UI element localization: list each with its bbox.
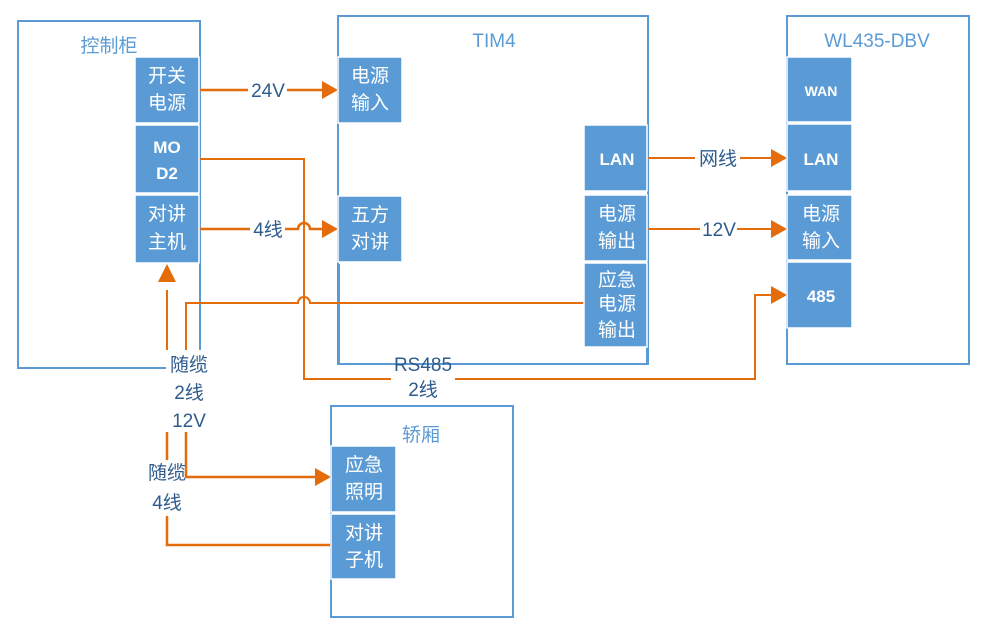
svg-text:对讲: 对讲 (345, 522, 383, 544)
svg-text:LAN: LAN (600, 150, 635, 169)
label-24v: 24V (251, 81, 285, 102)
label-rs485: RS485 (394, 355, 452, 376)
rs485-wire-left (338, 264, 391, 365)
svg-text:输出: 输出 (598, 319, 636, 341)
label-traveling-cable-b-2: 4线 (152, 492, 182, 514)
port-emergency-light: 应急 照明 (330, 445, 397, 513)
svg-text:应急: 应急 (598, 269, 636, 291)
label-network-cable: 网线 (699, 148, 737, 170)
port-tim4-lan: LAN (583, 124, 648, 192)
label-traveling-cable-a-3: 12V (172, 411, 206, 432)
label-4line: 4线 (253, 219, 283, 241)
svg-text:应急: 应急 (345, 454, 383, 476)
wire-intercom-sub-a (165, 516, 331, 547)
traveling-cable-a-bg (166, 350, 210, 432)
arrow-intercom-main (158, 264, 176, 282)
svg-text:输入: 输入 (802, 230, 840, 252)
svg-text:输入: 输入 (351, 92, 389, 114)
svg-text:LAN: LAN (804, 150, 839, 169)
wire-mod2-rs485-a (199, 158, 391, 380)
port-switch-power: 开关 电源 (134, 56, 200, 124)
svg-text:开关: 开关 (148, 65, 186, 87)
label-traveling-cable-b-1: 随缆 (148, 462, 186, 484)
wire-emergency-power-b (184, 432, 315, 479)
port-five-way-intercom: 五方 对讲 (337, 195, 403, 263)
svg-text:WAN: WAN (805, 83, 838, 99)
port-485: 485 (786, 261, 853, 329)
wire-4line-b (285, 221, 322, 231)
wl435-title: WL435-DBV (824, 31, 930, 52)
svg-text:电源: 电源 (598, 203, 636, 225)
wire-mod2-rs485-b (455, 294, 771, 380)
svg-text:输出: 输出 (598, 230, 636, 252)
label-rs485-2wire: 2线 (408, 379, 438, 401)
rs485-wire-right (455, 346, 648, 365)
port-wl435-power-in: 电源 输入 (786, 194, 853, 261)
svg-text:对讲: 对讲 (148, 203, 186, 225)
port-tim4-power-out: 电源 输出 (583, 194, 648, 262)
port-wl435-lan: LAN (786, 123, 853, 192)
svg-text:子机: 子机 (345, 549, 383, 571)
port-emergency-power-out: 应急 电源 输出 (583, 262, 648, 348)
arrow-485 (771, 286, 787, 304)
arrow-24v (322, 81, 338, 99)
svg-text:电源: 电源 (148, 92, 186, 114)
port-tim4-power-in: 电源 输入 (337, 56, 403, 124)
svg-text:电源: 电源 (598, 293, 636, 315)
svg-text:照明: 照明 (345, 482, 383, 503)
label-traveling-cable-a-1: 随缆 (170, 354, 208, 376)
svg-text:对讲: 对讲 (351, 231, 389, 253)
svg-text:MO: MO (153, 138, 180, 157)
port-mod2: MO D2 (134, 124, 200, 194)
svg-text:485: 485 (807, 287, 835, 306)
tim4-title: TIM4 (472, 31, 516, 52)
arrow-4line (322, 220, 338, 238)
svg-text:电源: 电源 (802, 203, 840, 225)
car-title: 轿厢 (402, 424, 440, 446)
arrow-12v (771, 220, 787, 238)
svg-text:五方: 五方 (351, 204, 389, 226)
wire-emergency-power-a (185, 296, 584, 351)
control-cabinet-title: 控制柜 (80, 35, 137, 57)
label-traveling-cable-a-2: 2线 (174, 382, 204, 404)
label-12v: 12V (702, 220, 736, 241)
svg-text:电源: 电源 (351, 65, 389, 87)
port-intercom-sub: 对讲 子机 (330, 513, 397, 580)
svg-text:主机: 主机 (148, 231, 186, 253)
arrow-network (771, 149, 787, 167)
arrow-emergency-light (315, 468, 331, 486)
port-intercom-main: 对讲 主机 (134, 194, 200, 264)
port-wan: WAN (786, 56, 853, 123)
svg-text:D2: D2 (156, 164, 178, 183)
